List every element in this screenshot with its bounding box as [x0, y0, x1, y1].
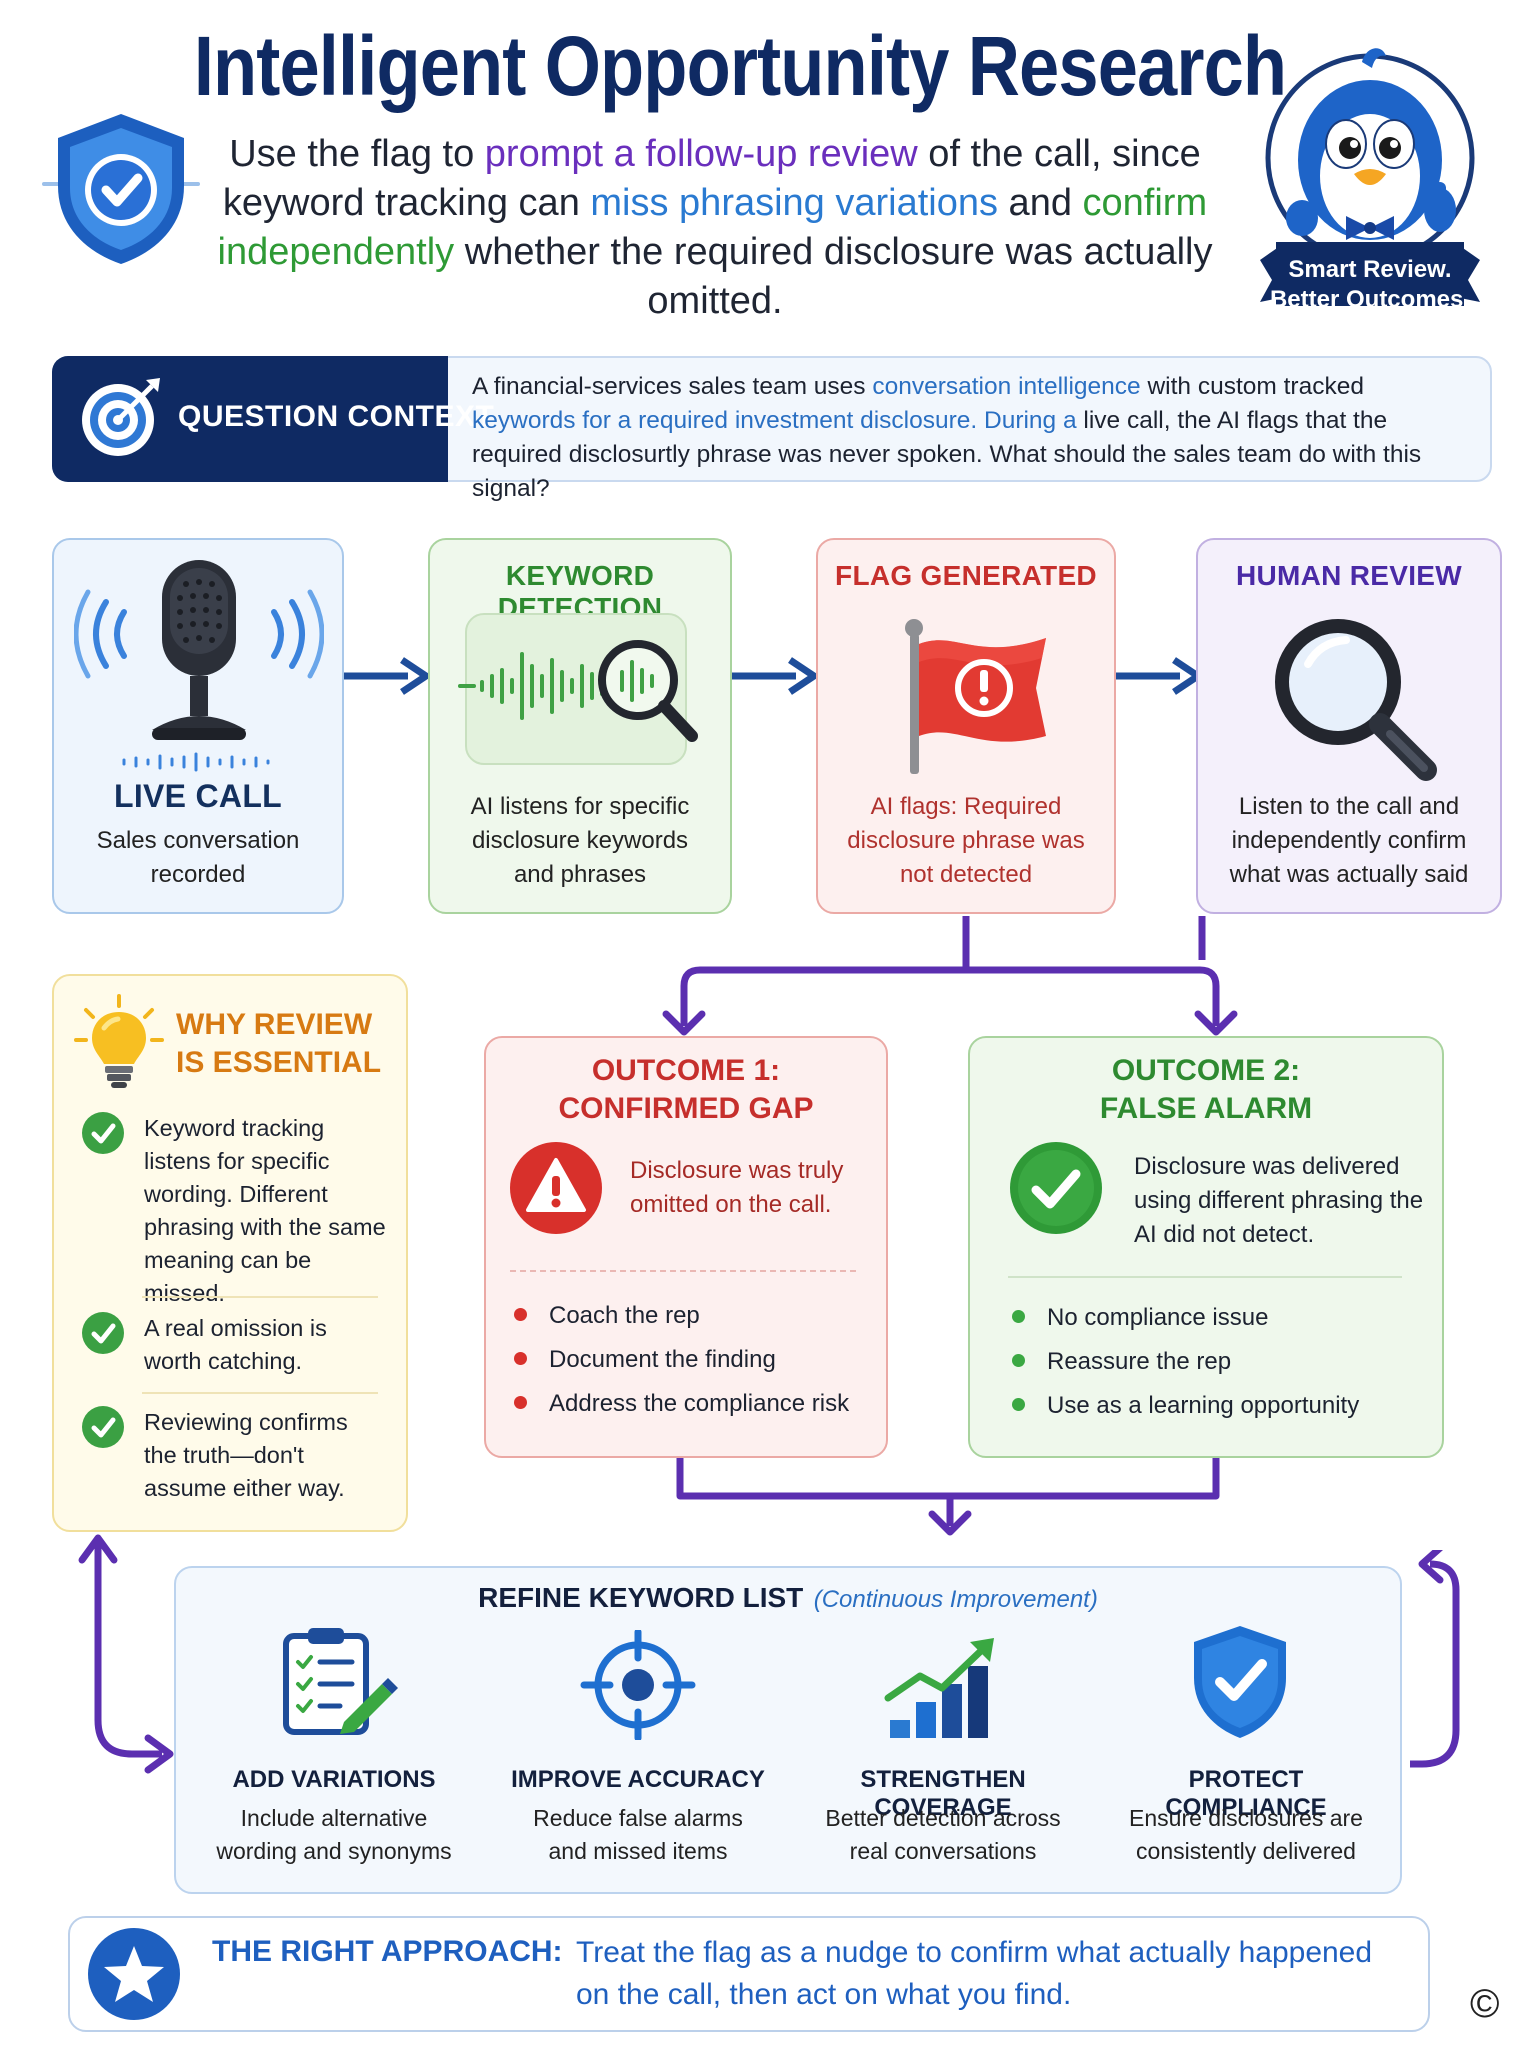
check-icon — [82, 1312, 124, 1354]
divider — [142, 1392, 378, 1394]
checklist-icon — [283, 1628, 398, 1735]
step-title-live-call: LIVE CALL — [113, 778, 283, 814]
refine-item-title: IMPROVE ACCURACY — [511, 1766, 765, 1793]
alert-flag-icon — [905, 619, 1046, 774]
question-context-label: QUESTION CONTEXT — [178, 400, 495, 433]
waveform-magnifier-icon — [458, 613, 698, 765]
badge-line-2: Better Outcomes. — [1269, 286, 1471, 313]
magnifier-icon — [1275, 619, 1437, 781]
microphone-icon — [74, 560, 324, 772]
outcome-2-bullet: Reassure the rep — [1012, 1348, 1231, 1376]
outcome-false-alarm — [968, 1036, 1444, 1458]
why-review-title-1: WHY REVIEW — [176, 1008, 373, 1041]
dashed-divider — [510, 1270, 856, 1272]
step-desc-flag-generated: AI flags: Required disclosure phrase was… — [847, 793, 1085, 888]
why-item: A real omission is worth catching. — [144, 1315, 327, 1374]
refine-subtitle: (Continuous Improvement) — [813, 1586, 1098, 1613]
refine-item-desc: Reduce false alarms and missed items — [533, 1805, 743, 1864]
outcome-1-title-1: OUTCOME 1: — [591, 1054, 781, 1087]
outcome-1-bullet: Address the compliance risk — [514, 1390, 849, 1418]
check-circle-icon — [1010, 1142, 1102, 1234]
step-title-human-review: HUMAN REVIEW — [1235, 560, 1463, 591]
step-title-flag-generated: FLAG GENERATED — [835, 560, 1097, 591]
flow-arrow-icon — [1116, 657, 1202, 695]
flow-arrow-icon — [344, 657, 430, 695]
refine-item-desc: Better detection across real conversatio… — [825, 1805, 1061, 1864]
check-icon — [82, 1406, 124, 1448]
bullet-dot — [514, 1396, 527, 1410]
crosshair-target-icon — [580, 1630, 696, 1740]
right-approach-panel — [68, 1916, 1430, 2032]
bullet-dot — [1012, 1398, 1025, 1412]
growth-chart-icon — [884, 1638, 994, 1738]
shield-check-icon — [1194, 1626, 1286, 1738]
bullet-dot — [1012, 1354, 1025, 1368]
step-desc-human-review: Listen to the call and independently con… — [1229, 793, 1469, 888]
bullet-dot — [1012, 1310, 1025, 1324]
lead-paragraph: Use the flag to prompt a follow-up revie… — [217, 133, 1213, 322]
check-icon — [82, 1112, 124, 1154]
right-approach-label: THE RIGHT APPROACH: — [212, 1935, 563, 1968]
divider — [1008, 1276, 1402, 1278]
penguin-mascot-icon — [1260, 48, 1480, 306]
step-desc-live-call: Sales conversation recorded — [96, 827, 300, 888]
copyright-mark: © — [1470, 1982, 1500, 2026]
outcome-1-title-2: CONFIRMED GAP — [558, 1092, 814, 1125]
refine-item-desc: Include alternative wording and synonyms — [216, 1805, 452, 1864]
bullet-dot — [514, 1352, 527, 1366]
outcome-2-title-2: FALSE ALARM — [1099, 1092, 1313, 1125]
page-title: Intelligent Opportunity Research — [193, 19, 1287, 113]
question-context-text: A financial-services sales team uses con… — [472, 373, 1422, 502]
outcome-2-title-1: OUTCOME 2: — [1111, 1054, 1301, 1087]
outcome-1-desc: Disclosure was truly omitted on the call… — [630, 1157, 844, 1218]
target-icon — [82, 378, 160, 456]
outcome-2-bullet: Use as a learning opportunity — [1012, 1392, 1359, 1420]
divider — [142, 1296, 378, 1298]
right-approach-text: Treat the flag as a nudge to confirm wha… — [576, 1936, 1373, 2011]
why-item: Keyword tracking listens for specific wo… — [144, 1115, 386, 1306]
refine-item-title: STRENGTHEN COVERAGE — [860, 1766, 1026, 1821]
bullet-dot — [514, 1308, 527, 1322]
refine-item-title: ADD VARIATIONS — [232, 1766, 436, 1793]
outcome-2-bullet: No compliance issue — [1012, 1304, 1268, 1332]
refine-title: REFINE KEYWORD LIST — [478, 1582, 804, 1613]
badge-line-1: Smart Review. — [1288, 256, 1452, 283]
refine-item-desc: Ensure disclosures are consistently deli… — [1129, 1805, 1363, 1864]
shield-check-icon — [42, 114, 200, 264]
flow-arrow-icon — [732, 657, 818, 695]
refine-item-title: PROTECT COMPLIANCE — [1165, 1766, 1327, 1821]
branch-connector-icon — [662, 916, 1238, 1536]
step-desc-keyword-detection: AI listens for specific disclosure keywo… — [470, 793, 690, 888]
outcome-1-bullet: Coach the rep — [514, 1302, 700, 1330]
star-badge-icon — [88, 1928, 180, 2020]
refine-keyword-panel — [174, 1566, 1402, 1894]
why-item: Reviewing confirms the truth—don't assum… — [144, 1409, 348, 1501]
refine-title-row: REFINE KEYWORD LIST (Continuous Improvem… — [174, 1582, 1402, 1614]
why-review-title-2: IS ESSENTIAL — [176, 1046, 382, 1079]
loop-arrow-right-icon — [1410, 1550, 1460, 1768]
outcome-2-desc: Disclosure was delivered using different… — [1134, 1153, 1424, 1248]
outcome-confirmed-gap — [484, 1036, 888, 1458]
loop-arrow-left-icon — [78, 1534, 174, 1774]
outcome-1-bullet: Document the finding — [514, 1346, 776, 1374]
lightbulb-icon — [74, 994, 164, 1088]
warning-icon — [510, 1142, 602, 1234]
